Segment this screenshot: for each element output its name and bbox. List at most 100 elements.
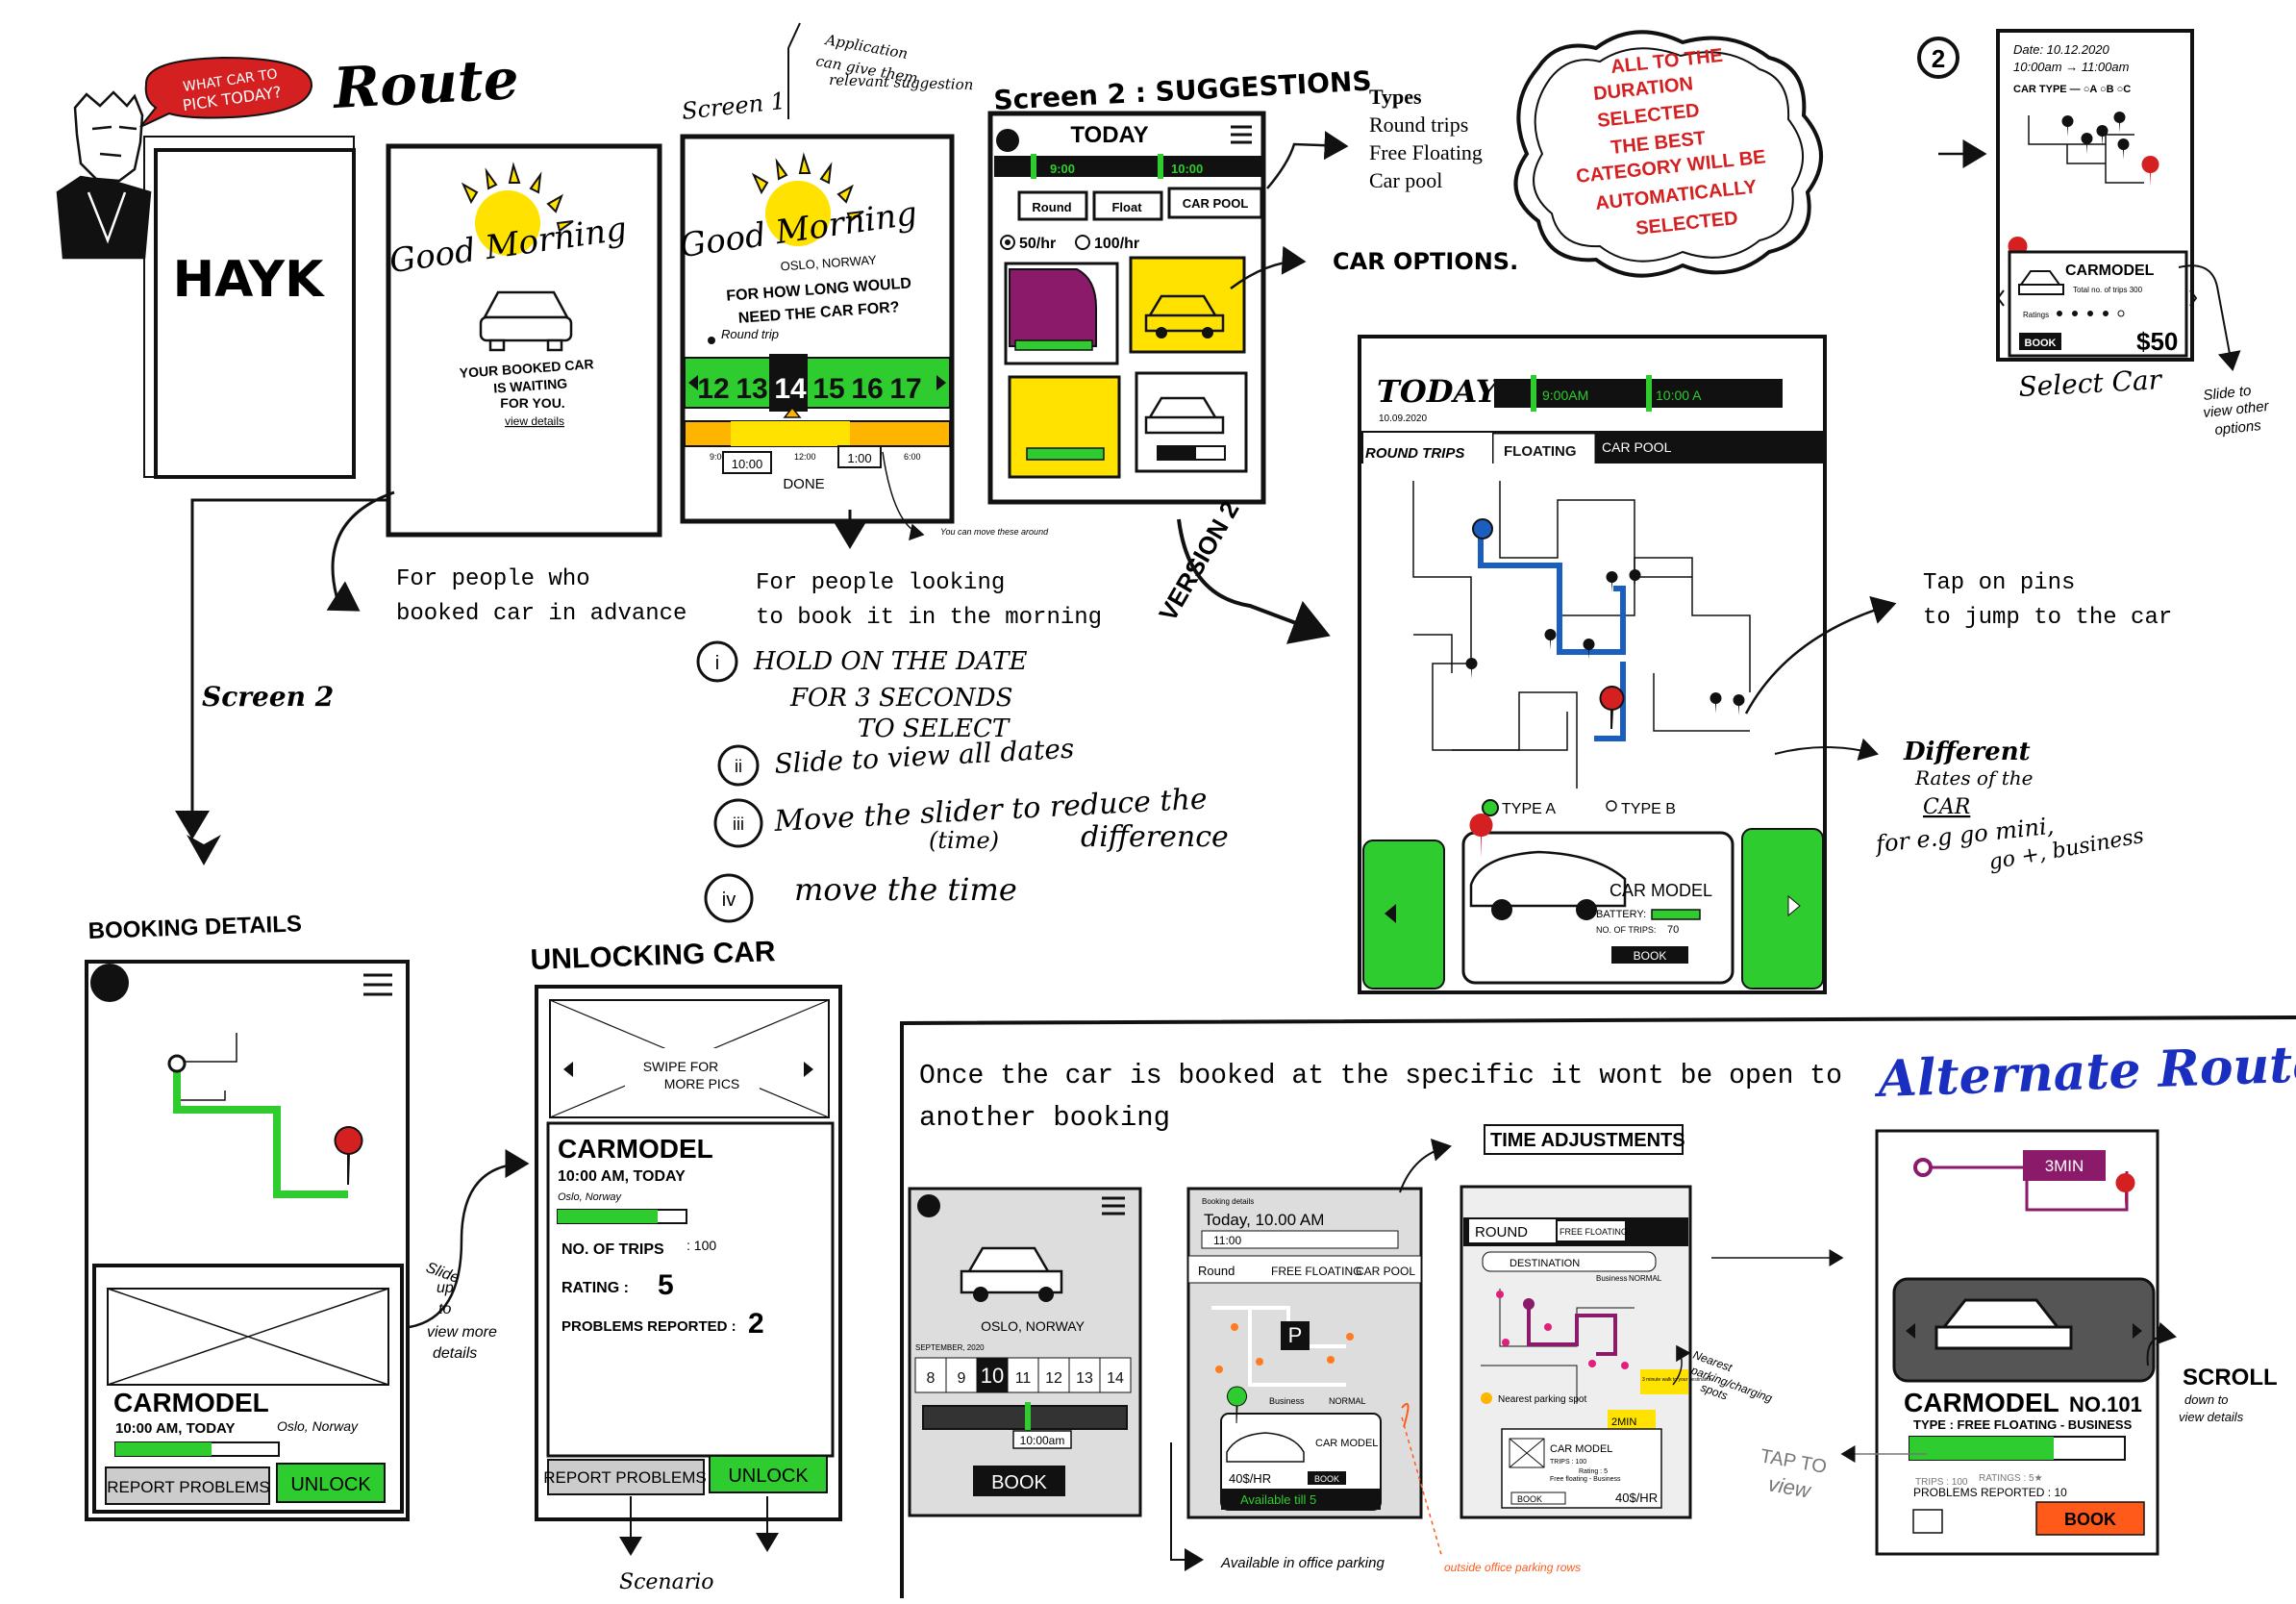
tab-float-label: Float <box>1111 200 1142 214</box>
v2-book-button[interactable] <box>1611 946 1688 964</box>
select-car-screen: Date: 10.12.2020 10:00am → 11:00am CAR T… <box>1996 29 2198 362</box>
mini3-destination[interactable]: DESTINATION <box>1510 1258 1580 1269</box>
car-options-label: CAR OPTIONS. <box>1333 248 1518 275</box>
car-option-2[interactable] <box>1129 256 1246 354</box>
mini2-tab[interactable]: FREE FLOATING <box>1271 1265 1361 1278</box>
date-cell[interactable]: 16 <box>851 373 883 405</box>
select-car-card[interactable] <box>2008 250 2188 358</box>
rates-line: CAR <box>1923 795 1970 819</box>
tab-round[interactable] <box>1017 190 1088 221</box>
persona-card <box>154 148 356 479</box>
done-button[interactable]: DONE <box>783 476 824 492</box>
slide-up-line: details <box>433 1345 477 1362</box>
mini1-book-button[interactable] <box>973 1466 1065 1496</box>
menu-icon[interactable] <box>1231 125 1252 144</box>
mini1-date-cell[interactable] <box>1037 1357 1070 1393</box>
mini1-date-label: 8 <box>927 1370 936 1387</box>
v2-time1: 9:00AM <box>1542 388 1588 403</box>
unlocking-screen: SWIPE FOR MORE PICS CARMODEL 10:00 AM, T… <box>535 985 842 1521</box>
select-book-button[interactable] <box>2019 333 2061 350</box>
unlock-city: Oslo, Norway <box>558 1191 623 1203</box>
v2-time-bar[interactable] <box>1494 379 1783 408</box>
time-start: 9:00 <box>1050 162 1075 176</box>
v2-date: 10.09.2020 <box>1379 414 1427 424</box>
mini3-tab[interactable]: ROUND <box>1475 1224 1528 1241</box>
time-end: 10:00 <box>1171 162 1203 176</box>
caption-booked-1: For people who <box>396 566 590 592</box>
v2-tab-round[interactable] <box>1363 433 1492 464</box>
mini2-business: Business <box>1269 1396 1305 1406</box>
type-free-floating: Free Floating <box>1369 140 1483 164</box>
mini2-book[interactable]: BOOK <box>1314 1474 1339 1484</box>
mini2-small: Booking details <box>1202 1197 1254 1206</box>
tab-carpool[interactable] <box>1167 187 1263 219</box>
alt-route-title: Alternate Route <box>1872 1035 2296 1109</box>
tap-view-note: TAP TO <box>1759 1445 1828 1478</box>
mini3-book[interactable]: BOOK <box>1517 1494 1542 1504</box>
v2-type-b[interactable]: TYPE B <box>1621 801 1676 817</box>
date-cell[interactable]: 13 <box>736 373 767 405</box>
v2-prev-card[interactable] <box>1362 840 1445 990</box>
mini4-book-button[interactable] <box>2035 1501 2145 1536</box>
mini1-time: 10:00am <box>1020 1434 1065 1447</box>
step-text: FOR 3 SECONDS <box>789 684 1012 713</box>
mini2-tab[interactable]: CAR POOL <box>1356 1265 1415 1278</box>
booking-unlock-button[interactable] <box>276 1463 386 1503</box>
alt-notice-2: another booking <box>919 1102 1170 1134</box>
v2-next-card[interactable] <box>1741 828 1824 990</box>
unlock-unlock-button[interactable] <box>709 1455 828 1493</box>
mini3-walk: 3 minute walk to your destination <box>1642 1377 1712 1383</box>
v2-type-a[interactable]: TYPE A <box>1502 801 1556 817</box>
booking-menu-icon[interactable] <box>363 973 392 996</box>
date-strip[interactable] <box>684 357 951 409</box>
v2-tab-floating[interactable] <box>1493 434 1595 464</box>
time-adjustments-label: TIME ADJUSTMENTS <box>1490 1130 1685 1151</box>
booking-unlock-label: UNLOCK <box>290 1474 371 1495</box>
screen1-round-trip: Round trip <box>721 327 779 341</box>
version2-screen: TODAY 10.09.2020 9:00AM 10:00 A ROUND TR… <box>1358 335 1827 994</box>
unlock-rating-val: 5 <box>658 1269 674 1301</box>
unlock-report-button[interactable] <box>547 1459 705 1495</box>
end-time-box[interactable] <box>837 445 882 468</box>
step-num: iv <box>722 890 736 911</box>
mini1-date-cell[interactable] <box>1099 1357 1132 1393</box>
date-cell[interactable]: 17 <box>889 373 921 405</box>
mini4-chat-icon[interactable] <box>1912 1509 1943 1534</box>
tap-pins-1: Tap on pins <box>1923 570 2075 596</box>
unlock-trips-val: : 100 <box>686 1238 716 1253</box>
mini4-ratings: RATINGS : 5★ <box>1979 1473 2043 1484</box>
mini1-date-cell[interactable] <box>976 1357 1009 1393</box>
date-cell[interactable]: 12 <box>697 373 729 405</box>
mini3-normal: NORMAL <box>1629 1274 1662 1283</box>
view-details-link[interactable]: view details <box>505 414 564 428</box>
rate-50: 50/hr <box>1019 236 1056 252</box>
mini3-price: 40$/HR <box>1615 1491 1658 1505</box>
mini1-date-cell[interactable] <box>914 1357 947 1393</box>
booked-msg-2: IS WAITING <box>493 375 568 395</box>
screen1-city: OSLO, NORWAY <box>780 253 877 274</box>
mini1-date-label: 13 <box>1076 1370 1093 1387</box>
car-option-3[interactable] <box>1008 375 1121 479</box>
unlock-rating-label: RATING : <box>562 1280 629 1296</box>
mini1-date-cell[interactable] <box>1068 1357 1101 1393</box>
select-price: $50 <box>2136 327 2178 356</box>
mini4-trips: TRIPS : 100 <box>1915 1477 1968 1488</box>
step-text: Slide to view all dates <box>774 733 1075 780</box>
mini2-tab[interactable]: Round <box>1198 1264 1235 1278</box>
tab-float[interactable] <box>1092 190 1163 221</box>
slide-up-line: to <box>438 1301 451 1317</box>
v2-tab-carpool[interactable] <box>1596 435 1673 460</box>
tick-label: 12:00 <box>794 452 816 462</box>
time-bar[interactable] <box>994 156 1261 177</box>
types-title: Types <box>1369 85 1422 109</box>
step-text: difference <box>1081 820 1229 854</box>
persona-sketch <box>56 90 152 260</box>
mini3-tab[interactable]: FREE FLOATING <box>1560 1227 1628 1237</box>
booking-report-button[interactable] <box>105 1466 270 1505</box>
date-cell[interactable]: 14 <box>774 373 807 405</box>
rate-100: 100/hr <box>1094 236 1139 252</box>
start-time-box[interactable] <box>722 451 772 474</box>
auto-select-cloud: ALL TO THE DURATION SELECTED THE BEST CA… <box>1513 30 1823 278</box>
date-cell[interactable]: 15 <box>812 373 844 405</box>
mini3-rating: Rating : 5 <box>1579 1468 1608 1475</box>
